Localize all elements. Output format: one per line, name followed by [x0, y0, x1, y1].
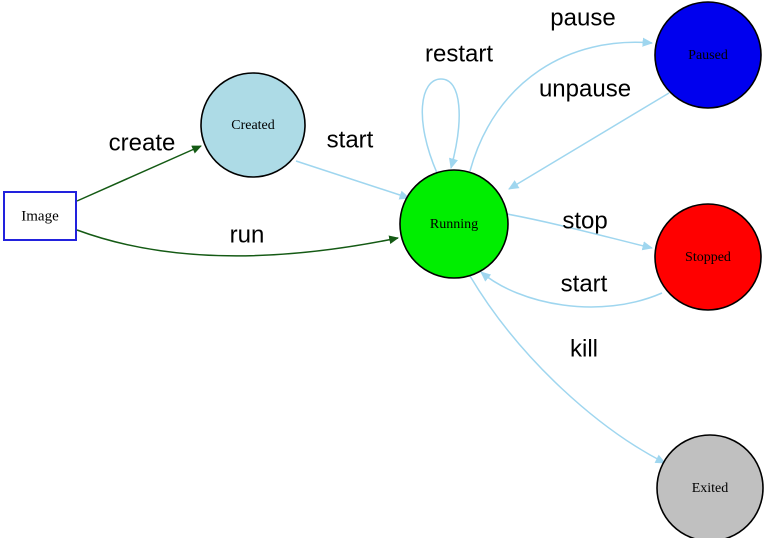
edge-start2-path — [480, 271, 663, 308]
edge-run: run — [76, 221, 399, 257]
edge-kill: kill — [469, 275, 666, 464]
node-paused-shape[interactable] — [654, 1, 762, 109]
edge-create: create — [76, 129, 202, 202]
edge-pause: pause — [469, 4, 654, 172]
edge-restart: restart — [421, 40, 493, 174]
node-created-label: Created — [231, 118, 275, 133]
edge-label-pause: pause — [550, 4, 615, 31]
node-exited[interactable]: Exited — [656, 434, 764, 538]
edge-label-stop: stop — [562, 207, 607, 234]
node-paused[interactable]: Paused — [654, 1, 762, 109]
edge-start1-path — [295, 160, 410, 200]
edge-unpause-path — [508, 92, 670, 190]
edge-label-create: create — [109, 129, 176, 156]
node-running-shape[interactable] — [399, 169, 509, 279]
edge-unpause: unpause — [508, 75, 670, 190]
node-stopped-label: Stopped — [685, 250, 731, 265]
edge-label-run: run — [230, 221, 265, 248]
node-paused-label: Paused — [688, 48, 728, 63]
edge-pause-path — [469, 37, 654, 172]
node-running-label: Running — [430, 217, 478, 232]
node-stopped-shape[interactable] — [654, 203, 762, 311]
edge-label-start-created: start — [327, 126, 374, 153]
edge-stop: stop — [506, 207, 654, 251]
node-stopped[interactable]: Stopped — [654, 203, 762, 311]
edge-label-start-stopped: start — [561, 270, 608, 297]
edge-label-restart: restart — [425, 40, 493, 67]
node-created[interactable]: Created — [200, 72, 306, 178]
edge-create-path — [76, 145, 202, 202]
edge-kill-path — [469, 275, 666, 464]
edge-label-unpause: unpause — [539, 75, 631, 102]
node-image[interactable]: Image — [3, 191, 77, 241]
edge-label-kill: kill — [570, 335, 598, 362]
edge-start-stopped-running: start — [480, 270, 663, 308]
edge-restart-path — [421, 78, 460, 174]
node-exited-shape[interactable] — [656, 434, 764, 538]
node-running[interactable]: Running — [399, 169, 509, 279]
node-exited-label: Exited — [692, 481, 729, 496]
node-image-shape[interactable] — [3, 191, 77, 241]
node-image-label: Image — [21, 208, 59, 224]
edge-stop-path — [506, 213, 654, 251]
edge-start-created-running: start — [295, 126, 410, 200]
edge-run-path — [76, 229, 399, 257]
node-created-shape[interactable] — [200, 72, 306, 178]
